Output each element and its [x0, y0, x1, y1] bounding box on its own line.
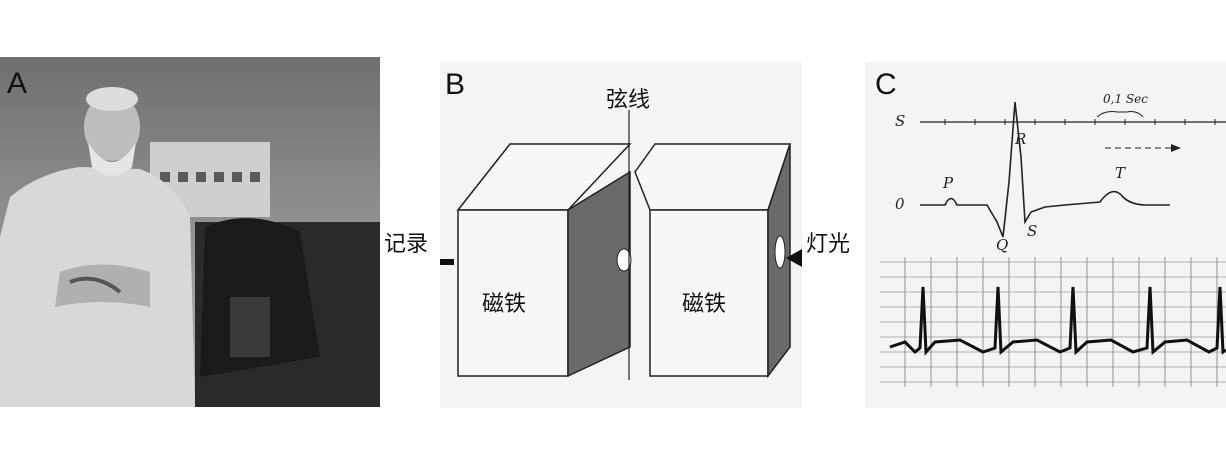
- panel-a-photo: A: [0, 57, 380, 407]
- magnet-left-label: 磁铁: [482, 292, 527, 317]
- magnet-right-label: 磁铁: [682, 292, 727, 317]
- magnet-left: [456, 143, 632, 377]
- panel-c-letter: C: [875, 68, 897, 101]
- s-wave-label: S: [1027, 222, 1038, 240]
- s-axis-label: S: [895, 112, 906, 130]
- light-hole-left: [616, 248, 632, 272]
- light-label: 灯光: [806, 232, 851, 257]
- magnet-right: [634, 143, 792, 377]
- ecg-drawing: [880, 101, 1226, 387]
- panel-b-diagram: B 弦线 磁铁 磁铁: [440, 62, 802, 408]
- string-label: 弦线: [606, 88, 651, 113]
- panel-c-ecg: C S 0 P R Q S T 0,1 Sec: [865, 62, 1226, 408]
- panel-a-letter: A: [7, 67, 28, 100]
- galvanometer-drawing: [440, 110, 802, 380]
- t-wave-label: T: [1115, 164, 1126, 182]
- light-hole-right: [774, 235, 786, 269]
- p-wave-label: P: [943, 174, 954, 192]
- panel-b-letter: B: [445, 68, 466, 101]
- light-arrow: [786, 249, 802, 267]
- pqrst-wave: [920, 101, 1170, 238]
- zero-label: 0: [895, 195, 905, 213]
- magnet-left-pole-face: [567, 170, 631, 378]
- r-wave-label: R: [1015, 130, 1027, 148]
- ecg-recorded-trace: [889, 286, 1226, 356]
- time-scale-label: 0,1 Sec: [1103, 92, 1148, 106]
- record-arrow: [440, 259, 454, 265]
- q-wave-label: Q: [996, 236, 1009, 254]
- portrait-photo: [0, 57, 380, 407]
- record-label: 记录: [384, 232, 429, 257]
